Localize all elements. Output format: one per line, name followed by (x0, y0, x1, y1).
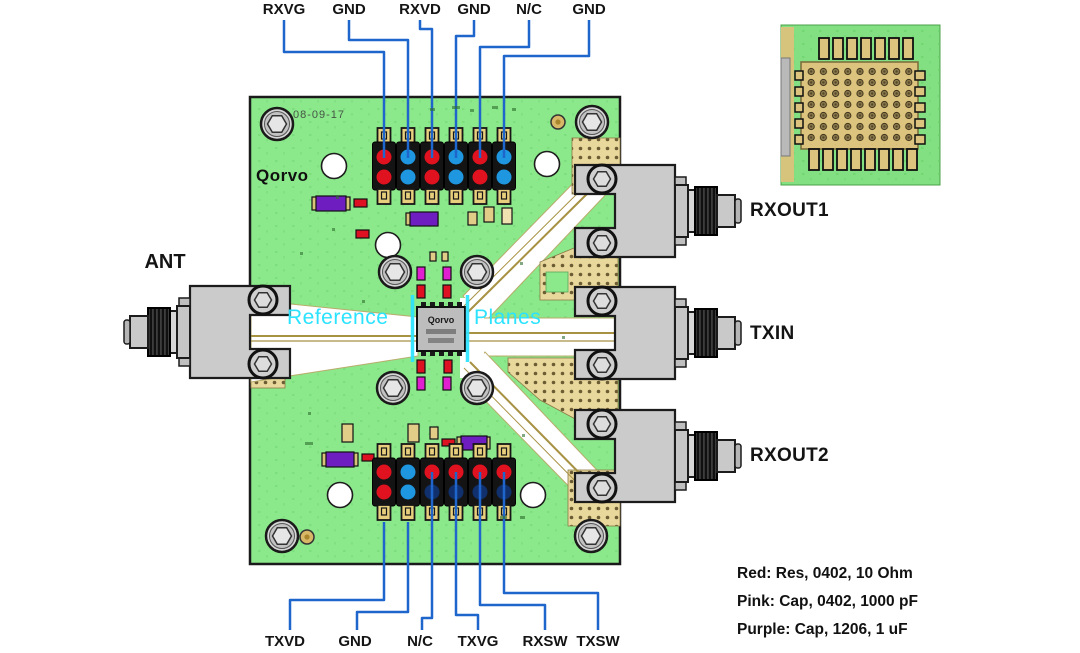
red-resistor (416, 284, 426, 299)
chip-marking: Qorvo (428, 315, 455, 325)
qorvo-logo: Qorvo (256, 166, 309, 185)
red-resistor (441, 438, 456, 447)
footprint-inset (780, 24, 941, 186)
pink-cap (442, 376, 452, 391)
reference-planes-text-right: Planes (474, 306, 542, 329)
reference-planes-text-left: Reference (287, 306, 389, 329)
pin-label-gnd-2: GND (457, 1, 491, 18)
ant-connector (123, 284, 292, 380)
component-legend: Red: Res, 0402, 10 Ohm Pink: Cap, 0402, … (737, 560, 967, 644)
red-resistor (361, 453, 375, 462)
pink-cap (416, 376, 426, 391)
purple-cap (311, 195, 351, 212)
pin-label-gnd-4: GND (338, 633, 372, 650)
inset-bottom-pads (808, 148, 918, 171)
legend-line-red: Red: Res, 0402, 10 Ohm (737, 565, 913, 582)
pin-label-rxsw: RXSW (522, 633, 568, 650)
bottom-leader-lines (288, 472, 600, 630)
red-resistor (355, 229, 370, 239)
pin-label-txvd: TXVD (264, 633, 305, 650)
silkscreen-date: 08-09-17 (293, 109, 346, 121)
inset-side-pads (794, 70, 926, 145)
pink-cap (416, 266, 426, 281)
legend-line-purple: Purple: Cap, 1206, 1 uF (737, 621, 908, 638)
connector-label-rxout1: RXOUT1 (750, 200, 829, 221)
smd-components (311, 195, 513, 468)
unpopulated-pads (341, 206, 513, 443)
pin-label-nc-top: N/C (516, 1, 542, 18)
legend-line-pink: Pink: Cap, 0402, 1000 pF (737, 593, 918, 610)
red-resistor (442, 284, 452, 299)
red-resistor (443, 359, 453, 374)
pin-label-gnd-1: GND (332, 1, 366, 18)
connector-label-txin: TXIN (750, 323, 795, 344)
silkscreen-specks (300, 106, 565, 519)
pin-label-nc-bottom: N/C (407, 633, 433, 650)
pin-label-txsw: TXSW (576, 633, 620, 650)
connector-label-rxout2: RXOUT2 (750, 445, 829, 466)
purple-cap (405, 211, 439, 227)
connector-label-ant: ANT (144, 251, 186, 273)
pin-label-rxvd: RXVD (399, 1, 441, 18)
pin-label-txvg: TXVG (457, 633, 499, 650)
purple-cap (321, 451, 359, 468)
inset-top-pads (818, 37, 914, 60)
pin-label-gnd-3: GND (572, 1, 606, 18)
pin-label-rxvg: RXVG (262, 1, 306, 18)
top-leader-lines (282, 20, 591, 158)
reference-plane-markers (410, 295, 470, 362)
pink-cap (442, 266, 452, 281)
red-resistor (416, 359, 426, 374)
qorvo-chip: Qorvo (416, 302, 466, 356)
red-resistor (353, 198, 368, 208)
